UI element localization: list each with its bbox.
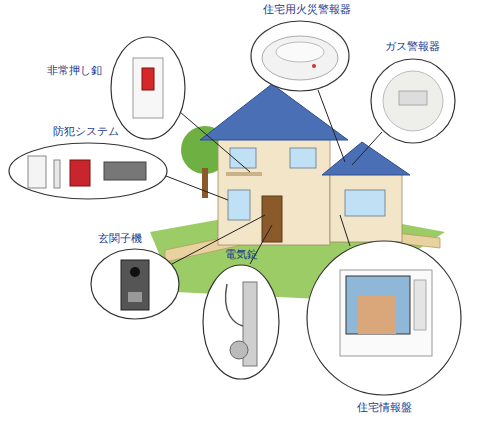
panel-body xyxy=(340,270,432,356)
callout-outline xyxy=(370,58,456,144)
callout-circle: 非常押し釦 xyxy=(110,36,186,140)
leader-line xyxy=(180,112,250,172)
device-picture xyxy=(340,270,432,356)
roof xyxy=(322,142,410,175)
callout-ellipse xyxy=(251,21,349,91)
callout-ellipse xyxy=(111,37,185,139)
screen-people xyxy=(358,296,396,334)
house-wall xyxy=(218,135,330,245)
callout-outline xyxy=(90,248,180,320)
device-picture xyxy=(28,156,146,188)
siren xyxy=(70,160,90,186)
intercom-body xyxy=(121,260,149,310)
leader-line xyxy=(340,215,350,246)
lock-knob xyxy=(230,341,248,359)
call-button xyxy=(128,292,142,302)
callout-ellipse xyxy=(307,241,461,395)
callout-outline xyxy=(202,264,280,380)
device-label: 電気錠 xyxy=(224,248,259,261)
leader-lines xyxy=(166,90,382,264)
callout-circle: 防犯システム xyxy=(8,142,168,200)
switch-plate xyxy=(133,58,163,118)
sensor-unit xyxy=(28,156,46,188)
device-label: 防犯システム xyxy=(52,125,120,138)
device-picture xyxy=(262,36,338,80)
device-label: ガス警報器 xyxy=(384,40,441,53)
callout-outline xyxy=(8,142,168,200)
callout-circle: 電気錠 xyxy=(202,264,280,380)
callout-ellipse xyxy=(91,249,179,319)
detector-lamp xyxy=(312,64,316,68)
house-wall xyxy=(330,170,402,242)
sensor-slim xyxy=(54,160,60,188)
gas-alarm-body xyxy=(383,71,443,131)
callout-outline xyxy=(250,20,350,92)
control-unit xyxy=(104,162,146,180)
callout-ellipse xyxy=(371,59,455,143)
device-label: 住宅用火災警報器 xyxy=(262,3,352,16)
callout-outline xyxy=(306,240,462,396)
leader-line xyxy=(318,90,345,162)
callout-circle: ガス警報器 xyxy=(370,58,456,144)
callout-circle: 住宅情報盤 xyxy=(306,240,462,396)
window xyxy=(290,148,316,168)
device-picture xyxy=(133,58,163,118)
callout-circle: 玄関子機 xyxy=(90,248,180,320)
device-picture xyxy=(226,282,257,366)
callout-ellipse xyxy=(9,143,167,199)
device-label: 玄関子機 xyxy=(97,232,143,245)
device-picture xyxy=(121,260,149,310)
panel-buttons xyxy=(414,280,426,330)
detector-body xyxy=(262,36,338,80)
callout-circle: 住宅用火災警報器 xyxy=(250,20,350,92)
window xyxy=(228,190,250,220)
device-picture xyxy=(383,71,443,131)
door xyxy=(262,196,282,242)
leader-line xyxy=(166,176,228,200)
switch-button xyxy=(142,68,154,90)
leader-line xyxy=(352,132,382,165)
device-label: 非常押し釦 xyxy=(46,64,103,77)
tree-trunk xyxy=(202,168,208,198)
balcony xyxy=(226,172,262,176)
window xyxy=(345,190,385,216)
panel-screen xyxy=(346,276,410,334)
detector-top xyxy=(276,42,324,62)
lock-cable xyxy=(226,284,243,326)
device-label: 住宅情報盤 xyxy=(356,401,413,414)
callout-outline xyxy=(110,36,186,140)
camera xyxy=(130,267,140,277)
leader-line xyxy=(172,215,265,264)
callout-ellipse xyxy=(203,265,279,379)
gas-alarm-vent xyxy=(399,91,427,105)
